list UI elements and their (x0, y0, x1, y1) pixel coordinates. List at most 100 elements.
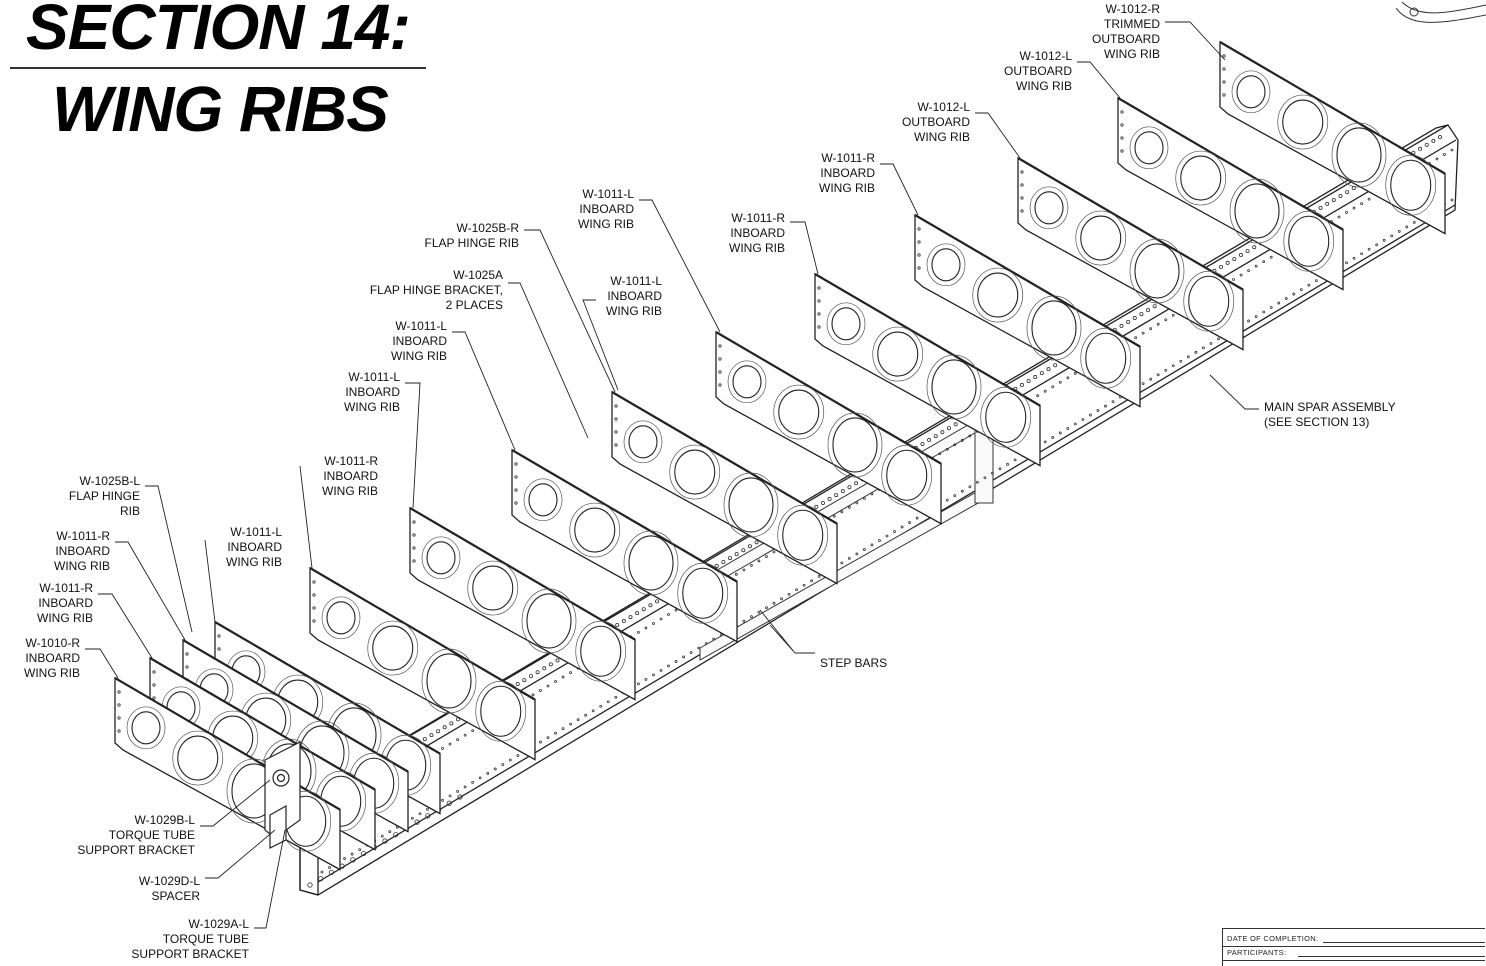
lightening-hole (985, 391, 1027, 443)
rivet (1315, 279, 1318, 283)
hole-flange (575, 620, 627, 682)
rib-rivet (614, 430, 618, 434)
rib-rivet (117, 690, 121, 694)
callout-line: W-1011-L (610, 274, 662, 288)
callout-line: W-1011-R (731, 211, 785, 225)
rivet (750, 615, 753, 619)
hole-flange (421, 536, 461, 580)
rivet (689, 651, 693, 654)
lightening-hole (1180, 155, 1222, 201)
rivet (648, 603, 653, 608)
callout-line: W-1011-L (230, 525, 282, 539)
rivet (1247, 319, 1250, 323)
leader-line (205, 829, 276, 879)
rivet (795, 588, 798, 592)
rivet (446, 800, 452, 806)
callout-line: INBOARD (607, 289, 662, 303)
rivet (1269, 255, 1273, 259)
rivet (847, 505, 851, 509)
rivet (840, 561, 844, 565)
rivet (1164, 368, 1168, 372)
rivet (328, 866, 331, 869)
hole-flange (1129, 238, 1185, 304)
rivet (721, 560, 726, 565)
rivet (1412, 220, 1416, 224)
callout-line: W-1025A (453, 268, 503, 282)
rivet (734, 552, 739, 557)
rivet (927, 438, 932, 443)
lightening-hole (1390, 159, 1432, 211)
rivet (802, 583, 806, 587)
leader-line (880, 163, 919, 216)
hole-flange (1129, 126, 1169, 170)
lightening-hole (472, 565, 514, 611)
rivet (1132, 316, 1137, 321)
rivet (1262, 310, 1266, 314)
rivet (554, 680, 557, 683)
rivet (915, 516, 919, 520)
wing-rib (814, 272, 1041, 467)
lightening-hole (877, 331, 919, 377)
hole-flange (827, 412, 883, 478)
rivet (1066, 427, 1070, 430)
leader-line (524, 229, 616, 393)
callout-line: INBOARD (55, 544, 110, 558)
rib-rivet (117, 703, 121, 707)
rivet (448, 794, 452, 798)
rivet (1146, 308, 1151, 313)
rivet (1217, 337, 1220, 341)
rivet (765, 555, 768, 558)
rivet (938, 452, 942, 456)
fragment-hole (1409, 7, 1419, 17)
rib-flange (511, 449, 738, 583)
leader-line (452, 331, 516, 451)
rib-rivet (312, 580, 316, 584)
rivet (637, 682, 640, 686)
callout-line: WING RIB (322, 484, 378, 498)
callout-line: W-1025B-L (80, 474, 141, 488)
callout-line: W-1029B-L (135, 813, 196, 827)
rivet (441, 798, 444, 802)
rib-rivet (152, 683, 156, 687)
rivet (1081, 418, 1085, 421)
lightening-hole (778, 389, 820, 435)
callout-line: WING RIB (24, 666, 80, 680)
rivet (1053, 363, 1058, 368)
rivet (320, 870, 324, 874)
rib-flange (1117, 97, 1344, 231)
rivet (1345, 190, 1350, 195)
rib-rivet (1020, 209, 1024, 213)
hole-flange (1229, 178, 1285, 244)
lightening-hole (1034, 191, 1064, 225)
rib-rivet (217, 647, 221, 651)
rivet (1443, 153, 1446, 156)
rib-rivet (117, 716, 121, 720)
rib-rivet (312, 619, 316, 623)
rivet (854, 481, 859, 486)
lightening-hole (177, 735, 219, 781)
rib-rivet (412, 533, 416, 537)
rib-rivet (917, 253, 921, 257)
hole-flange (669, 444, 721, 500)
rib-flange (715, 331, 942, 465)
rib-rivet (917, 240, 921, 244)
callout-line: INBOARD (345, 385, 400, 399)
rib-rivet (412, 520, 416, 524)
rivet (1073, 422, 1077, 426)
rivet (960, 489, 964, 493)
lightening-hole (832, 417, 878, 473)
wing-rib (914, 213, 1141, 408)
rivet (1307, 283, 1311, 287)
callout-line: W-1012-L (1020, 49, 1073, 63)
rivet (463, 785, 467, 789)
rivet (840, 510, 844, 514)
rivet (418, 812, 422, 816)
rivet (968, 485, 972, 489)
rivet (1232, 278, 1235, 281)
